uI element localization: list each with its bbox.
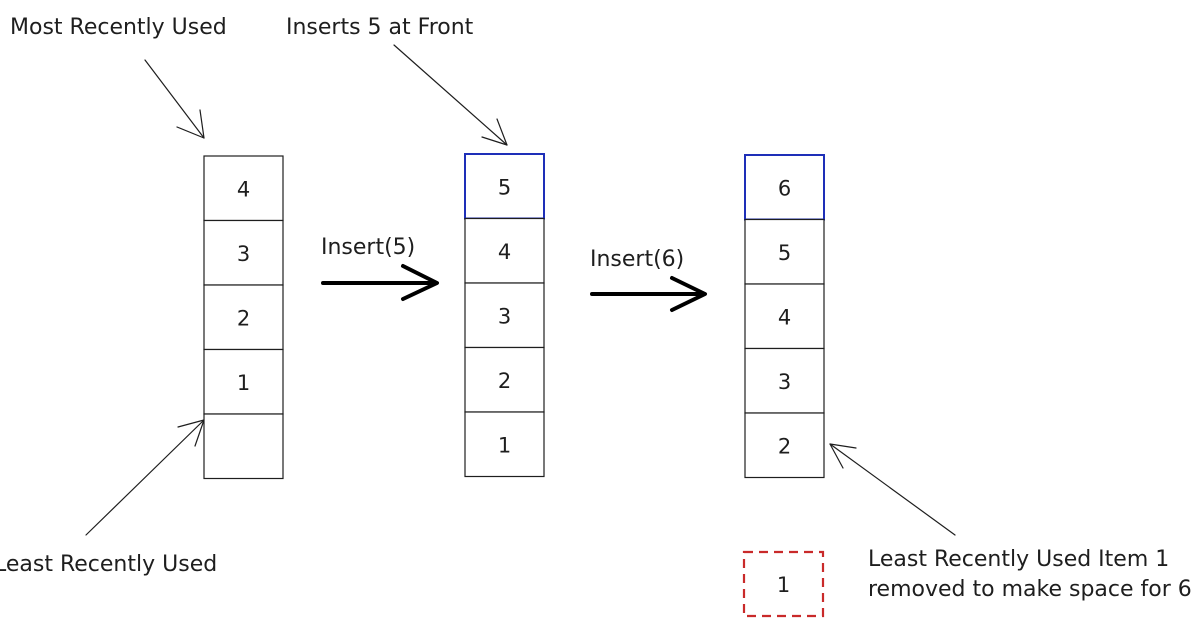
stack-cell bbox=[464, 411, 545, 478]
evicted-item-box bbox=[742, 550, 825, 618]
least-recently-used-label: Least Recently Used bbox=[0, 552, 217, 577]
stack-cell-value: 2 bbox=[778, 434, 791, 458]
stack-cell-value: 5 bbox=[498, 175, 511, 199]
mru-pointer-arrow bbox=[144, 59, 205, 139]
insert6-label: Insert(6) bbox=[590, 247, 684, 272]
evicted-note-line1: Least Recently Used Item 1 bbox=[868, 547, 1169, 572]
insert6-arrow bbox=[590, 276, 707, 312]
stack-cell bbox=[203, 219, 284, 286]
stack-cell bbox=[744, 283, 825, 350]
stack-cell-value: 4 bbox=[237, 177, 250, 201]
stack-cell-value: 6 bbox=[778, 176, 791, 200]
stack-initial: 4 3 2 1 bbox=[203, 155, 284, 480]
stack-cell bbox=[464, 346, 545, 413]
stack-cell-value: 4 bbox=[778, 305, 791, 329]
stack-cell bbox=[464, 217, 545, 284]
most-recently-used-label: Most Recently Used bbox=[10, 15, 227, 40]
stack-cell bbox=[744, 412, 825, 479]
insert5-label: Insert(5) bbox=[321, 235, 415, 260]
insert5-arrow bbox=[321, 264, 439, 301]
stack-cell-value: 4 bbox=[498, 240, 511, 264]
stack-cell bbox=[203, 284, 284, 351]
stack-cell bbox=[203, 348, 284, 415]
lru-pointer-arrow bbox=[85, 419, 205, 536]
stack-cell-value: 1 bbox=[498, 433, 511, 457]
evicted-note-line2: removed to make space for 6 bbox=[868, 577, 1192, 602]
stack-cell-value: 5 bbox=[778, 241, 791, 265]
stack-after-insert6: 6 5 4 3 2 bbox=[744, 154, 825, 479]
stack-cell-value: 2 bbox=[237, 306, 250, 330]
stack-cell bbox=[203, 413, 284, 480]
stack-cell-value: 2 bbox=[498, 369, 511, 393]
stack-cell bbox=[744, 154, 825, 221]
evicted-pointer-arrow bbox=[829, 443, 956, 536]
stack-cell-value: 3 bbox=[237, 242, 250, 266]
stack-cell-value: 1 bbox=[237, 371, 250, 395]
stack-cell bbox=[203, 155, 284, 222]
inserts-front-label: Inserts 5 at Front bbox=[286, 15, 474, 40]
evicted-item-value: 1 bbox=[777, 573, 790, 597]
stack-cell bbox=[744, 218, 825, 285]
stack-after-insert5: 5 4 3 2 1 bbox=[464, 153, 545, 478]
stack-cell-value: 3 bbox=[778, 370, 791, 394]
inserts-front-pointer-arrow bbox=[393, 44, 508, 146]
stack-cell-value: 3 bbox=[498, 304, 511, 328]
evicted-item: 1 bbox=[742, 550, 825, 618]
